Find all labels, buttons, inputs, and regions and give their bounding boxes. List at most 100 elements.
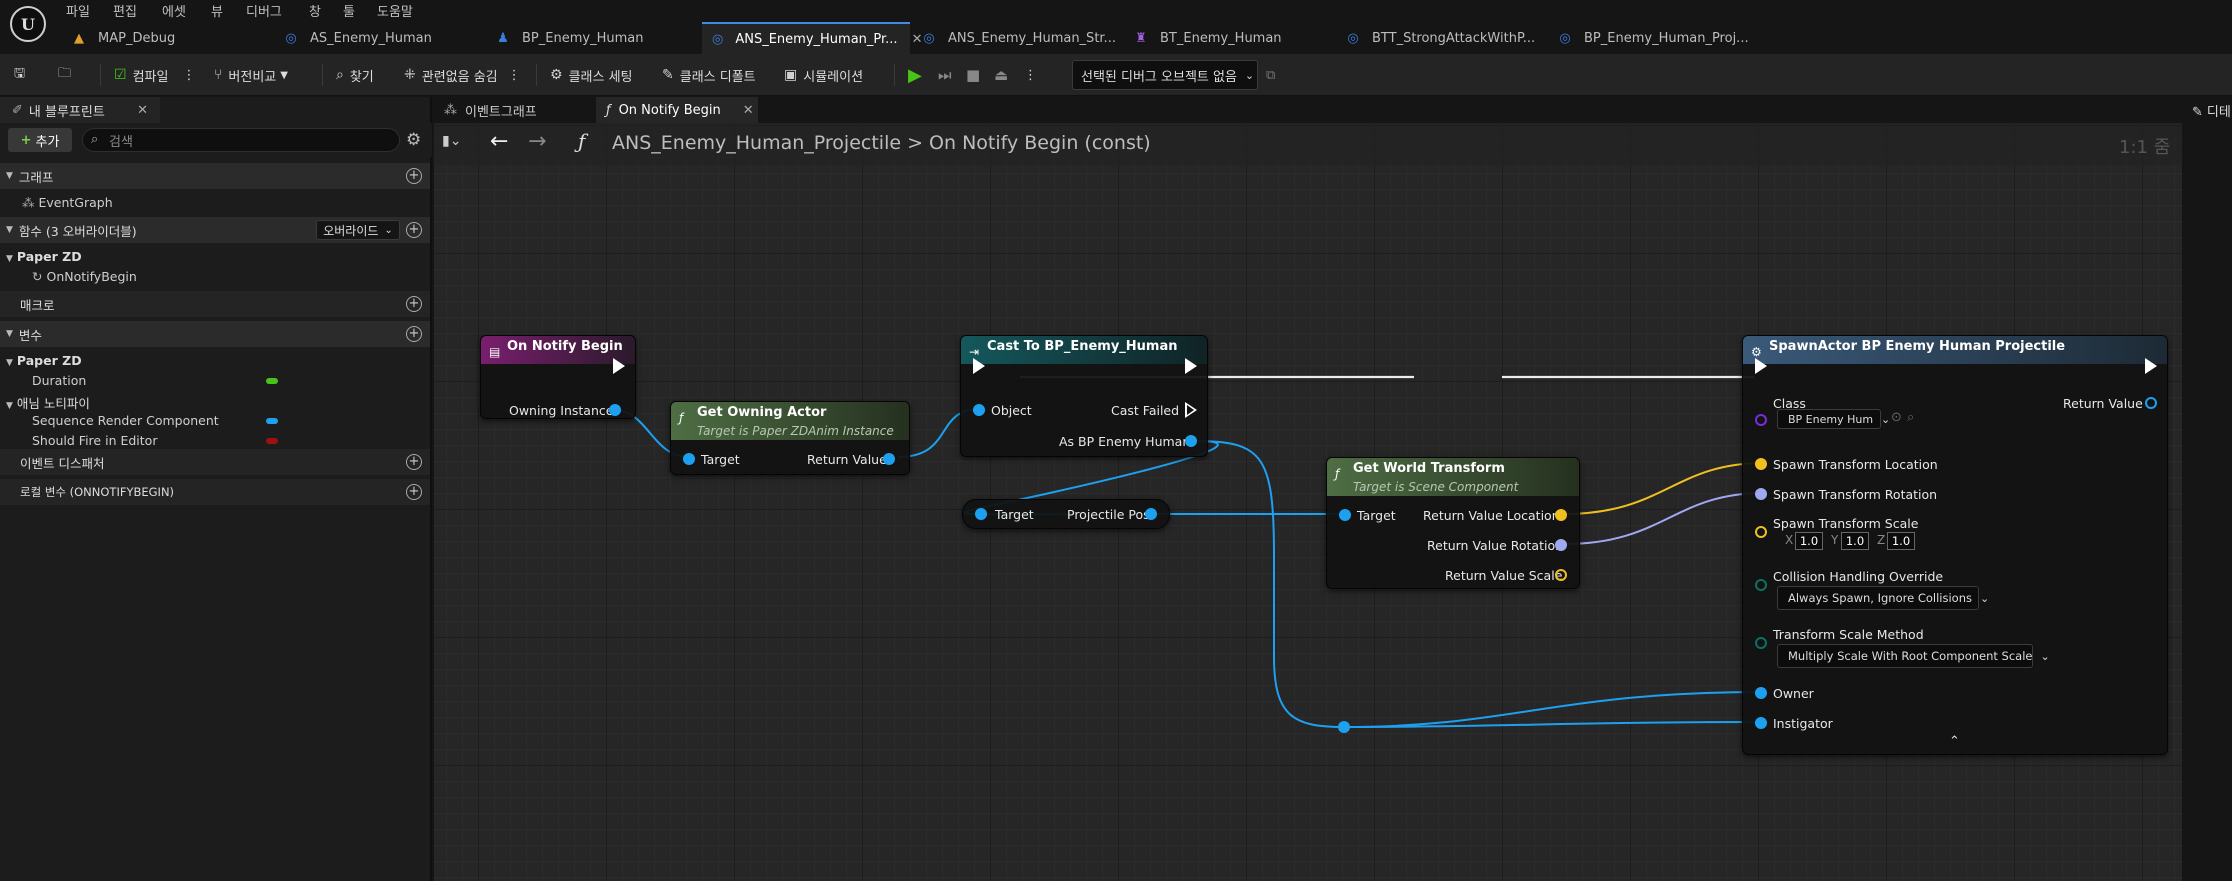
variable-duration[interactable]: Duration xyxy=(32,373,86,388)
return-location-pin[interactable] xyxy=(1555,509,1567,521)
section-graphs[interactable]: ▼그래프+ xyxy=(0,163,430,189)
close-icon[interactable]: ✕ xyxy=(137,102,148,118)
add-dispatcher-icon[interactable]: + xyxy=(406,454,422,470)
menu-view[interactable]: 뷰 xyxy=(211,5,223,20)
as-bp-enemy-human-pin[interactable] xyxy=(1185,435,1197,447)
hide-unrelated-button[interactable]: ⁜관련없음 숨김⋮ xyxy=(404,62,521,88)
details-tab[interactable]: ✎디테 xyxy=(2192,101,2231,120)
tab-map-debug[interactable]: ▲MAP_Debug xyxy=(72,22,272,54)
more-options-icon[interactable]: ⋮ xyxy=(507,67,521,83)
menu-window[interactable]: 창 xyxy=(309,5,321,20)
scale-y-input[interactable]: 1.0 xyxy=(1841,532,1869,550)
add-variable-icon[interactable]: + xyxy=(406,326,422,342)
tab-bp-enemy-human[interactable]: ♟BP_Enemy_Human xyxy=(496,22,696,54)
exec-in-pin[interactable] xyxy=(973,358,985,374)
owning-instance-pin[interactable] xyxy=(609,404,621,416)
play-icon[interactable]: ▶ xyxy=(908,64,922,86)
object-pin[interactable] xyxy=(973,404,985,416)
back-arrow-icon[interactable]: ← xyxy=(490,129,509,154)
scale-method-select[interactable]: Multiply Scale With Root Component Scale… xyxy=(1777,644,2050,668)
category-paper-zd[interactable]: ▼Paper ZD xyxy=(6,353,82,368)
section-variables[interactable]: ▼변수+ xyxy=(0,321,430,347)
debug-object-select[interactable]: 선택된 디버그 오브젝트 없음⌄ xyxy=(1072,60,1258,90)
category-anim-notify[interactable]: ▼애님 노티파이 xyxy=(6,393,90,412)
on-notify-begin-node[interactable]: ▤On Notify Begin Owning Instance xyxy=(480,335,636,419)
add-local-variable-icon[interactable]: + xyxy=(406,484,422,500)
exec-out-pin[interactable] xyxy=(2145,358,2157,374)
variable-sequence-render[interactable]: Sequence Render Component xyxy=(32,413,219,428)
browse-icon[interactable]: 🗀 xyxy=(58,66,72,81)
target-pin[interactable] xyxy=(683,453,695,465)
tab-bt-enemy-human[interactable]: ♜BT_Enemy_Human xyxy=(1134,22,1334,54)
add-button[interactable]: +추가 xyxy=(8,128,72,152)
menu-file[interactable]: 파일 xyxy=(66,5,90,20)
on-notify-begin-item[interactable]: ↻OnNotifyBegin xyxy=(32,269,137,284)
diff-button[interactable]: ⑂버전비교▼ xyxy=(214,62,288,88)
compile-button[interactable]: ☑컴파일⋮ xyxy=(114,62,195,88)
owner-pin[interactable] xyxy=(1755,687,1767,699)
menu-tools[interactable]: 툴 xyxy=(343,5,355,20)
collision-pin[interactable] xyxy=(1755,579,1767,591)
menu-help[interactable]: 도움말 xyxy=(377,5,413,20)
simulation-button[interactable]: ▣시뮬레이션 xyxy=(784,62,863,88)
spawn-actor-node[interactable]: ⚙SpawnActor BP Enemy Human Projectile Cl… xyxy=(1742,335,2168,755)
more-options-icon[interactable]: ⋮ xyxy=(182,67,196,83)
add-graph-icon[interactable]: + xyxy=(406,168,422,184)
override-dropdown[interactable]: 오버라이드⌄ xyxy=(316,220,400,240)
class-pin[interactable] xyxy=(1755,414,1767,426)
eject-icon[interactable]: ⏏ xyxy=(994,66,1009,84)
category-paper-zd[interactable]: ▼Paper ZD xyxy=(6,249,82,264)
tab-btt-strong-attack[interactable]: ◎BTT_StrongAttackWithP... xyxy=(1346,22,1546,54)
variable-should-fire[interactable]: Should Fire in Editor xyxy=(32,433,157,448)
class-select[interactable]: BP Enemy Hum⌄ xyxy=(1777,409,1890,429)
class-settings-button[interactable]: ⚙클래스 세팅 xyxy=(550,62,633,88)
projectile-pos-pin[interactable] xyxy=(1145,508,1157,520)
gear-icon[interactable]: ⚙ xyxy=(406,130,422,150)
unreal-logo-icon[interactable]: U xyxy=(10,6,46,42)
tab-bp-enemy-human-proj[interactable]: ◎BP_Enemy_Human_Proj... xyxy=(1558,22,1758,54)
exec-out-pin[interactable] xyxy=(1185,358,1197,374)
use-asset-icon[interactable]: ⊙ xyxy=(1891,410,1902,425)
add-macro-icon[interactable]: + xyxy=(406,296,422,312)
exec-in-pin[interactable] xyxy=(1755,358,1767,374)
stop-icon[interactable]: ■ xyxy=(966,66,981,84)
section-event-dispatchers[interactable]: 이벤트 디스패처+ xyxy=(0,449,430,475)
exec-out-pin[interactable] xyxy=(613,358,625,374)
return-rotation-pin[interactable] xyxy=(1555,539,1567,551)
projectile-pos-node[interactable]: Target Projectile Pos xyxy=(962,499,1170,529)
menu-debug[interactable]: 디버그 xyxy=(246,5,282,20)
save-icon[interactable]: 🖫 xyxy=(14,66,26,81)
section-macros[interactable]: 매크로+ xyxy=(0,291,430,317)
tab-ans-enemy-human-projectile[interactable]: ◎ANS_Enemy_Human_Pr... ✕ xyxy=(702,22,922,54)
scale-x-input[interactable]: 1.0 xyxy=(1795,532,1823,550)
return-scale-pin[interactable] xyxy=(1555,569,1567,581)
return-value-pin[interactable] xyxy=(883,453,895,465)
close-tab-icon[interactable]: ✕ xyxy=(911,31,923,47)
scale-z-input[interactable]: 1.0 xyxy=(1887,532,1915,550)
forward-arrow-icon[interactable]: → xyxy=(528,129,547,154)
spawn-location-pin[interactable] xyxy=(1755,458,1767,470)
target-pin[interactable] xyxy=(1339,509,1351,521)
class-defaults-button[interactable]: ✎클래스 디폴트 xyxy=(662,62,756,88)
section-local-variables[interactable]: 로컬 변수 (ONNOTIFYBEGIN)+ xyxy=(0,479,430,505)
more-options-icon[interactable]: ⋮ xyxy=(1024,67,1037,83)
menu-asset[interactable]: 에셋 xyxy=(162,5,186,20)
collapse-advanced-icon[interactable]: ⌃ xyxy=(1949,734,1960,749)
menu-edit[interactable]: 편집 xyxy=(113,5,137,20)
instigator-pin[interactable] xyxy=(1755,717,1767,729)
close-tab-icon[interactable]: ✕ xyxy=(742,102,754,118)
find-button[interactable]: ⌕찾기 xyxy=(336,62,374,88)
scale-method-pin[interactable] xyxy=(1755,637,1767,649)
cast-to-bp-enemy-human-node[interactable]: ⇥Cast To BP_Enemy_Human Object Cast Fail… xyxy=(960,335,1208,457)
event-graph-item[interactable]: ⁂EventGraph xyxy=(22,195,113,210)
spawn-scale-pin[interactable] xyxy=(1755,526,1767,538)
debug-filter-icon[interactable]: ⧉ xyxy=(1266,67,1276,83)
browse-search-icon[interactable]: ⌕ xyxy=(1907,410,1915,425)
step-icon[interactable]: ⏭ xyxy=(938,66,952,84)
search-input[interactable]: ⌕검색 xyxy=(82,128,400,152)
return-value-pin[interactable] xyxy=(2145,397,2157,409)
